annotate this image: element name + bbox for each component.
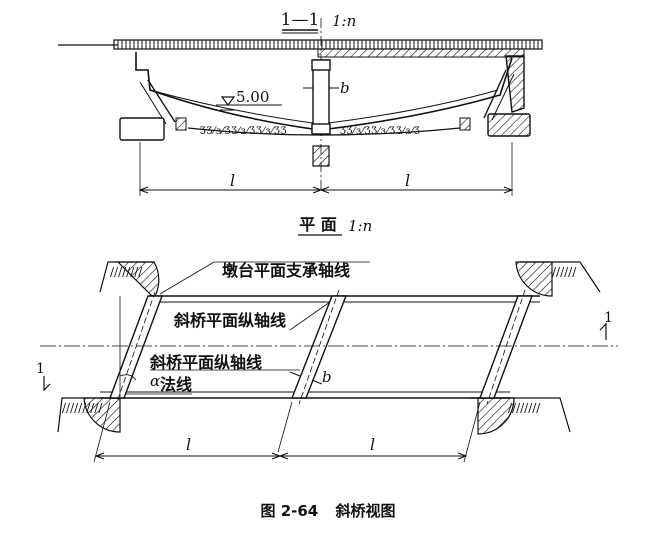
right-abutment [505,55,525,113]
leader-abutment-axis [159,261,215,295]
bridge-deck [113,39,543,50]
plan-b-dim-right [311,379,323,385]
right-lower-fan [477,397,515,435]
ground-hatch-marks-2: ƷƷ⁄ɜ⁄ƷƷ⁄ɜ⁄ƷƷ⁄ɜ⁄Ʒ [340,126,421,137]
section-mark-left: 1 [36,361,45,377]
right-support-band [478,295,534,399]
water-level-value: 5.00 [236,88,269,106]
mid-pier-axis [298,289,340,405]
right-footing-block [487,113,531,137]
pier-column [312,59,330,133]
angle-alpha: α [150,372,160,390]
angle-arc [119,374,137,381]
plan-span-right: l [370,435,375,454]
right-upper-fan [515,261,553,297]
left-strut-2 [139,81,167,125]
section-width-label: b [340,79,350,97]
plan-dim-arrow-r [457,452,468,460]
plan-width-label: b [322,368,332,386]
plan-dim-ext-left [93,401,111,463]
plan-dim-ext-mid [277,401,293,453]
section-scale: 1:n [332,12,356,30]
left-footing-block [119,117,165,141]
ground-hatch-marks: ƷƷ⁄ɜ⁄ƷƷ⁄ɜ⁄ƷƷ⁄ɜ⁄ƷƷ [200,126,287,137]
plan-b-dim-left [289,371,301,377]
right-strut-2 [491,73,515,121]
label-abutment-axis: 墩台平面支承轴线 [222,261,350,280]
left-strut [147,79,176,123]
plan-view: 平 面 1:n //////// ////////// ////// /////… [36,215,618,463]
label-long-axis-upper: 斜桥平面纵轴线 [173,311,286,330]
pier-bottom-cap [311,123,331,135]
plan-dim-ext-right [463,401,481,463]
plan-dim-arrow-m2 [278,452,289,460]
right-bank-hatch-top: ////// [552,265,577,279]
ground-line [187,127,461,136]
leader-long-axis-upper [289,301,331,331]
right-bank-hatch-bottom: //////// [508,401,541,415]
plan-span-left: l [186,435,191,454]
section-span-right: l [405,171,410,190]
left-upper-fan [116,261,160,299]
section-dim-arrow-l [138,186,149,194]
section-dim-arrow-r [503,186,514,194]
section-dim-arrow-m2 [319,186,330,194]
label-normal: 法线 [160,375,192,394]
right-support-axis [486,289,526,405]
caption-number: 图 2-64 [260,502,319,520]
left-lower-fan [83,397,121,433]
section-mark-right-arrow [599,322,607,340]
left-pad [175,117,187,131]
section-title: 1—1 [281,10,320,30]
plan-scale: 1:n [348,217,372,235]
section-mark-left-arrow [43,376,51,392]
left-support-axis [116,291,156,403]
mid-pier-band [290,295,348,399]
right-pad [459,117,471,131]
figure-caption: 图 2-64 斜桥视图 [0,500,656,521]
pier-top-cap [311,59,331,71]
plan-title: 平 面 [299,215,337,234]
label-long-axis-lower: 斜桥平面纵轴线 [149,353,262,372]
caption-text: 斜桥视图 [335,502,396,520]
right-strut [483,69,507,119]
pier-foundation [312,145,330,167]
water-level-symbol [220,96,236,106]
section-view: 1—1 1:n ƷƷ⁄ɜ⁄ƷƷ⁄ɜ⁄ƷƷ⁄ɜ⁄ƷƷ ƷƷ⁄ɜ⁄ƷƷ⁄ɜ⁄ƷƷ⁄ɜ… [58,10,543,196]
section-span-left: l [230,171,235,190]
section-mark-right: 1 [604,310,613,326]
deck-hatched-portion [317,48,525,58]
plan-dim-arrow-l [94,452,105,460]
